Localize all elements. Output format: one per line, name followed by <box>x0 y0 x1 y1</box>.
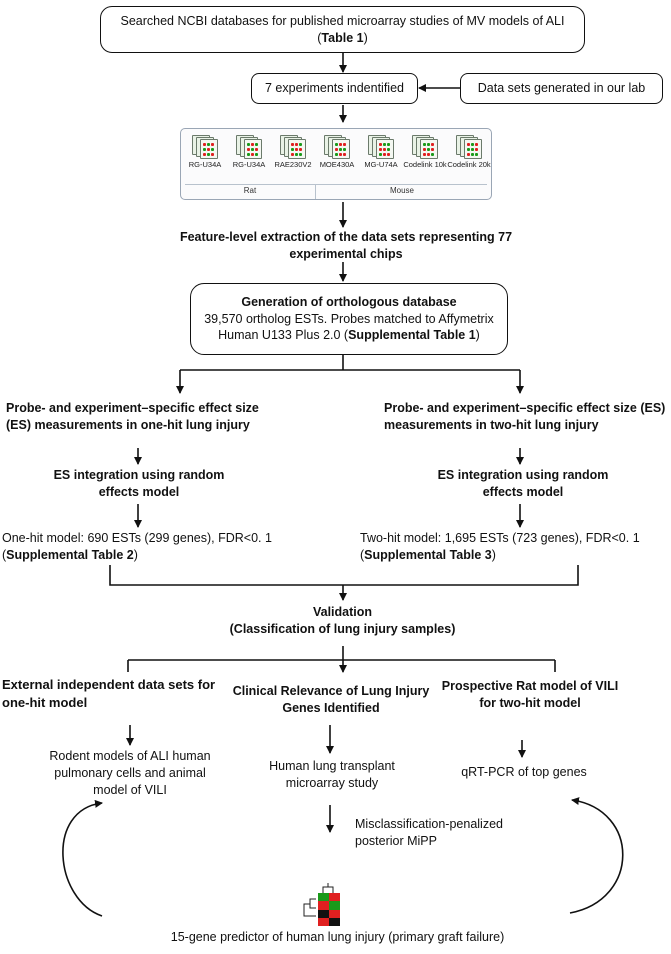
lab-data-box: Data sets generated in our lab <box>460 73 663 104</box>
ortholog-database-title: Generation of orthologous database <box>241 294 457 309</box>
left-es-integration: ES integration using random effects mode… <box>53 468 225 499</box>
chip-item: Codelink 20k <box>447 135 491 169</box>
chip-group-rat: Rat <box>243 186 257 195</box>
chip-label: MOE430A <box>319 160 355 169</box>
search-box: Searched NCBI databases for published mi… <box>100 6 585 53</box>
val-center-title: Clinical Relevance of Lung Injury Genes … <box>232 684 430 715</box>
right-result: Two-hit model: 1,695 ESTs (723 genes), F… <box>360 530 670 564</box>
right-result-suffix: ) <box>491 547 496 562</box>
merge-bracket <box>109 565 579 586</box>
validation-step: Validation (Classification of lung injur… <box>180 604 505 638</box>
search-box-ref: Table 1 <box>321 30 364 45</box>
curved-arrow-left <box>62 799 103 917</box>
val-left-title: External independent data sets for one-h… <box>2 677 216 710</box>
search-box-text: Searched NCBI databases for published mi… <box>120 13 565 45</box>
validation-title: Validation <box>312 605 373 619</box>
ortholog-database-box: Generation of orthologous database 39,57… <box>190 283 508 355</box>
heatmap-cell <box>329 893 340 902</box>
ortholog-database-ref: Supplemental Table 1 <box>348 328 476 343</box>
mipp-step: Misclassification-penalized posterior Mi… <box>355 817 503 848</box>
chip-group-mouse: Mouse <box>389 186 414 195</box>
right-es-integration: ES integration using random effects mode… <box>437 468 609 499</box>
heatmap-cell <box>318 917 329 926</box>
predictor-step: 15-gene predictor of human lung injury (… <box>170 930 505 944</box>
chip-item: RG-U34A <box>227 135 271 169</box>
chip-item: RG-U34A <box>183 135 227 169</box>
lab-data-box-text: Data sets generated in our lab <box>477 81 646 96</box>
chip-item: Codelink 10k <box>403 135 447 169</box>
chip-label: Codelink 20k <box>447 160 491 169</box>
chip-label: RAE230V2 <box>274 160 312 169</box>
heatmap-cell <box>329 917 340 926</box>
curved-arrow-right <box>569 797 624 914</box>
right-es-measurement: Probe- and experiment–specific effect si… <box>384 401 666 432</box>
right-result-ref: Supplemental Table 3 <box>364 547 492 562</box>
microarray-chip-panel: RG-U34A RG-U34A RAE230V2 MOE430A <box>180 128 492 200</box>
left-result-suffix: ) <box>133 547 138 562</box>
left-result-ref: Supplemental Table 2 <box>6 547 134 562</box>
microarray-chip-icon <box>412 135 438 159</box>
chip-item: MOE430A <box>315 135 359 169</box>
heatmap-cell <box>329 901 340 910</box>
chip-label: RG-U34A <box>232 160 266 169</box>
microarray-chip-icon <box>192 135 218 159</box>
chip-label: Codelink 10k <box>403 160 447 169</box>
ortholog-database-text: 39,570 ortholog ESTs. Probes matched to … <box>204 311 494 343</box>
val-right-title: Prospective Rat model of VILI for two-hi… <box>441 679 619 710</box>
microarray-chip-icon <box>236 135 262 159</box>
ortholog-database-suffix: ) <box>475 328 480 343</box>
chip-item: RAE230V2 <box>271 135 315 169</box>
gene-heatmap <box>318 893 340 926</box>
validation-subtitle: (Classification of lung injury samples) <box>229 621 456 636</box>
microarray-chip-icon <box>456 135 482 159</box>
left-result: One-hit model: 690 ESTs (299 genes), FDR… <box>2 530 302 564</box>
search-box-suffix: ) <box>363 30 368 45</box>
val-right-detail: qRT-PCR of top genes <box>461 765 587 779</box>
val-left-detail: Rodent models of ALI human pulmonary cel… <box>49 749 211 797</box>
experiments-box-text: 7 experiments indentified <box>265 81 404 96</box>
heatmap-cell <box>318 901 329 910</box>
left-result-text: One-hit model: 690 ESTs (299 genes), FDR… <box>2 531 272 562</box>
heatmap-cell <box>329 909 340 918</box>
microarray-chip-icon <box>368 135 394 159</box>
chip-label: RG-U34A <box>188 160 222 169</box>
microarray-chip-icon <box>280 135 306 159</box>
feature-extraction-step: Feature-level extraction of the data set… <box>179 230 513 261</box>
experiments-box: 7 experiments indentified <box>251 73 418 104</box>
right-result-text: Two-hit model: 1,695 ESTs (723 genes), F… <box>360 531 640 562</box>
chip-label: MG-U74A <box>364 160 398 169</box>
chip-item: MG-U74A <box>359 135 403 169</box>
microarray-chip-icon <box>324 135 350 159</box>
heatmap-cell <box>318 909 329 918</box>
dendrogram <box>303 883 334 917</box>
val-center-detail: Human lung transplant microarray study <box>269 759 395 790</box>
chip-group-separator <box>315 184 316 199</box>
heatmap-cell <box>318 893 329 902</box>
left-es-measurement: Probe- and experiment–specific effect si… <box>6 401 259 432</box>
chip-group-divider <box>185 184 487 185</box>
